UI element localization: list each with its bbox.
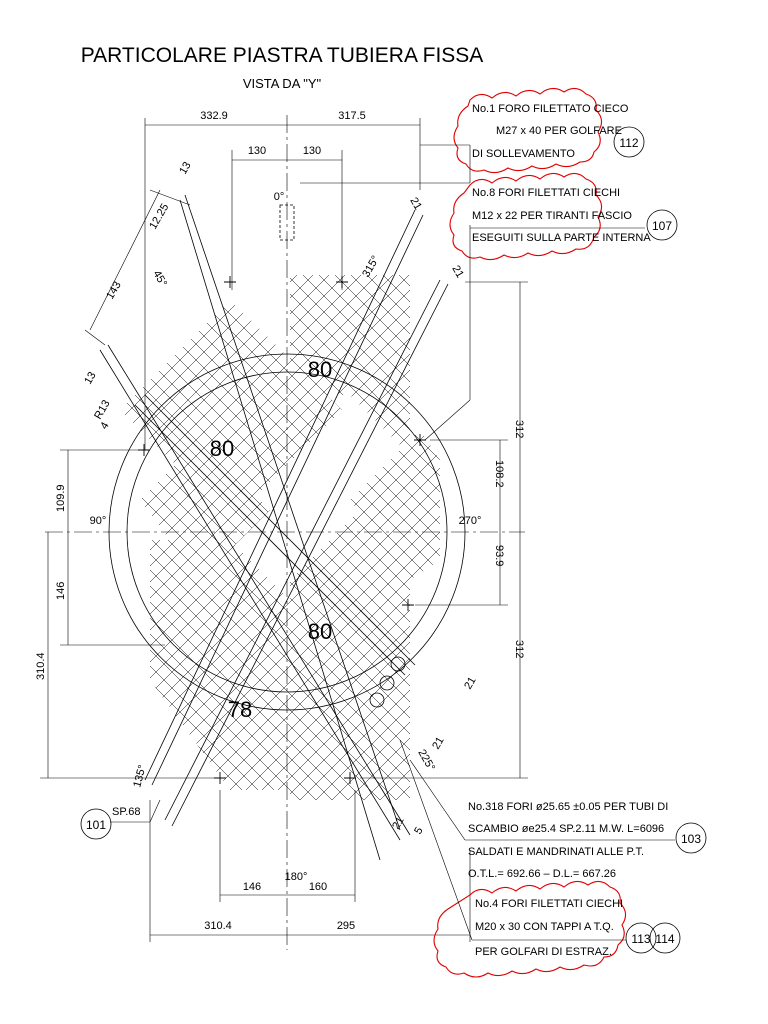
dim-diag-21-c: 21 xyxy=(462,675,479,692)
dim-bottom-160: 160 xyxy=(309,881,327,893)
note-113-line1: No.4 FORI FILETTATI CIECHI xyxy=(475,898,623,910)
dim-bottom-146: 146 xyxy=(243,881,261,893)
pass-partition-lanes xyxy=(99,194,449,861)
item-bubble-103 xyxy=(675,822,707,854)
extraction-holes xyxy=(369,656,406,708)
dim-top-130-right: 130 xyxy=(303,145,321,157)
region-count-top-left: 80 xyxy=(210,436,234,461)
dim-diag-21-a: 21 xyxy=(407,196,424,213)
revision-cloud-107 xyxy=(449,172,603,261)
right-dimensions xyxy=(360,281,528,779)
revision-cloud-113 xyxy=(433,880,627,978)
drawing-subtitle: VISTA DA "Y" xyxy=(243,76,322,91)
item-bubble-114 xyxy=(649,922,681,954)
dim-top-right: 317.5 xyxy=(338,110,366,122)
note-103-line4: O.T.L.= 692.66 – D.L.= 667.26 xyxy=(468,868,616,880)
dim-diag-12-25: 12.25 xyxy=(147,202,171,232)
dim-diag-21-d: 21 xyxy=(430,735,447,752)
angle-135: 135° xyxy=(131,764,148,789)
dim-diag-13-left: 13 xyxy=(82,370,99,387)
dim-right-93: 93.9 xyxy=(493,545,505,566)
note-107-line3: ESEGUITI SULLA PARTE INTERNA xyxy=(472,232,651,244)
note-107-line1: No.8 FORI FILETTATI CIECHI xyxy=(472,187,620,199)
item-bubble-113 xyxy=(625,922,657,954)
item-bubble-101 xyxy=(80,808,112,840)
note-103-line3: SALDATI E MANDRINATI ALLE P.T. xyxy=(468,846,644,858)
top-dimensions xyxy=(144,118,421,450)
revision-cloud-112 xyxy=(453,87,603,174)
centerlines xyxy=(45,115,525,950)
diagonal-dimensions xyxy=(84,189,191,346)
note-113-line2: M20 x 30 CON TAPPI A T.Q. xyxy=(475,921,614,933)
region-count-bottom-right: 80 xyxy=(308,619,332,644)
dim-diag-21-e: 21 xyxy=(390,815,407,832)
note-101-thickness: SP.68 xyxy=(112,806,141,818)
angle-90: 90° xyxy=(90,515,107,527)
note-103-line2: SCAMBIO øe25.4 SP.2.11 M.W. L=6096 xyxy=(468,823,664,835)
note-113-line3: PER GOLFARI DI ESTRAZ. xyxy=(475,946,612,958)
dim-right-312-bot: 312 xyxy=(513,640,525,658)
left-dimensions xyxy=(40,449,215,779)
dim-diag-13-top: 13 xyxy=(177,160,194,177)
item-number-114: 114 xyxy=(655,932,674,946)
dim-bottom-310: 310.4 xyxy=(204,920,232,932)
dim-r4: 4 xyxy=(98,420,111,431)
angle-0: 0° xyxy=(274,191,285,203)
dim-right-312-top: 312 xyxy=(513,420,525,438)
item-number-113: 113 xyxy=(631,932,650,946)
dim-bottom-295: 295 xyxy=(337,920,355,932)
drawing-title: PARTICOLARE PIASTRA TUBIERA FISSA xyxy=(81,44,484,67)
dim-top-130-left: 130 xyxy=(248,145,266,157)
note-112-line1: No.1 FORO FILETTATO CIECO xyxy=(472,103,629,115)
region-count-bottom-left: 78 xyxy=(228,697,252,722)
region-count-top-right: 80 xyxy=(308,357,332,382)
dim-diag-21-b: 21 xyxy=(449,264,466,281)
note-112-line2: M27 x 40 PER GOLFARE xyxy=(496,125,622,137)
angle-225: 225° xyxy=(415,748,437,774)
angle-270: 270° xyxy=(459,515,482,527)
item-number-112: 112 xyxy=(619,136,638,150)
angle-315: 315° xyxy=(360,254,382,280)
dim-top-left: 332.9 xyxy=(200,110,228,122)
item-number-101: 101 xyxy=(86,818,106,832)
item-bubble-112 xyxy=(613,126,645,158)
dim-right-108: 108.2 xyxy=(493,460,505,488)
dim-left-146: 146 xyxy=(55,582,67,600)
item-bubble-107 xyxy=(646,209,678,241)
dim-left-109: 109.9 xyxy=(55,484,67,512)
bottom-dimensions xyxy=(149,790,471,942)
dim-left-310: 310.4 xyxy=(35,652,47,680)
tie-rod-holes xyxy=(138,276,426,784)
angle-180: 180° xyxy=(285,871,308,883)
note-112-line3: DI SOLLEVAMENTO xyxy=(472,148,575,160)
item-number-107: 107 xyxy=(652,219,672,233)
dim-diag-143: 143 xyxy=(104,280,124,302)
angle-45: 45° xyxy=(150,269,169,289)
dim-diag-5: 5 xyxy=(412,825,425,836)
note-103-line1: No.318 FORI ø25.65 ±0.05 PER TUBI DI xyxy=(468,801,668,813)
dim-r13: R13 xyxy=(92,398,112,421)
lifting-hole xyxy=(279,204,295,241)
item-number-103: 103 xyxy=(681,832,701,846)
note-107-line2: M12 x 22 PER TIRANTI FASCIO xyxy=(472,210,632,222)
